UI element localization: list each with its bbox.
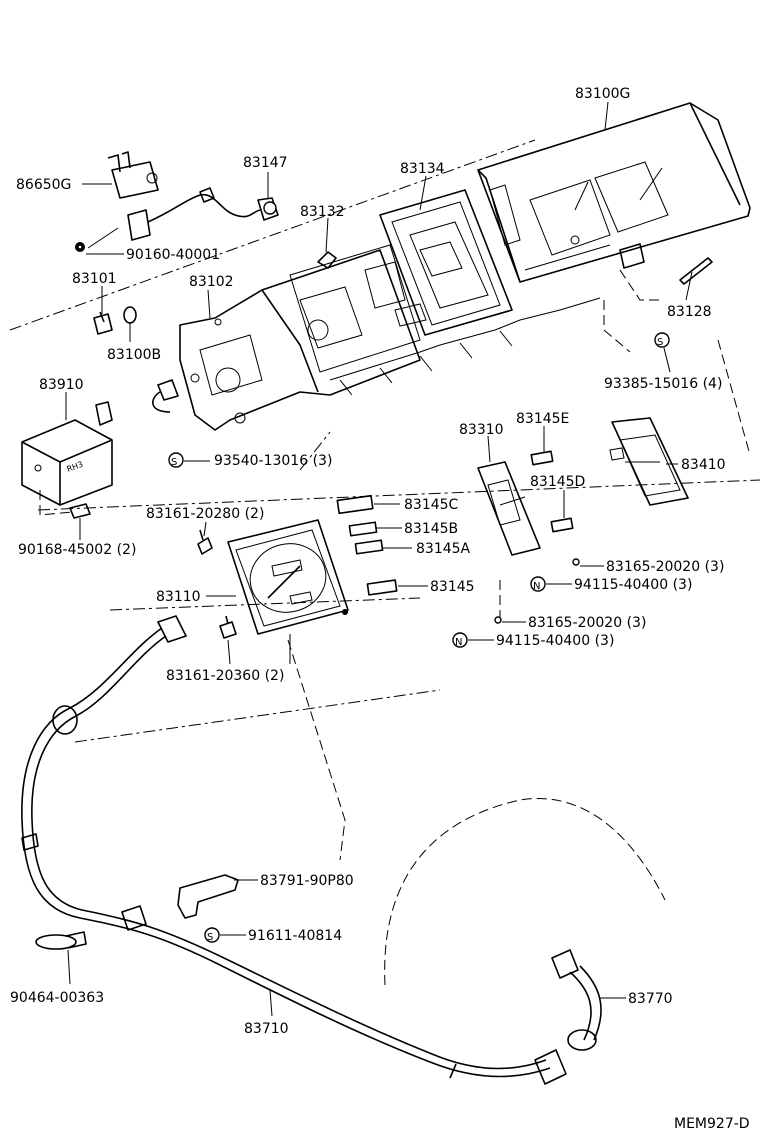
screw-83161-20280 [197, 529, 213, 555]
label-83101: 83101 [72, 271, 117, 287]
label-90160-40001: 90160-40001 [126, 247, 220, 263]
speedometer-83110 [227, 519, 349, 635]
nut-94115-b: N [452, 632, 468, 648]
label-90464-00363: 90464-00363 [10, 990, 104, 1006]
leader-lines [65, 101, 693, 1017]
meter-83410 [609, 339, 751, 506]
relay-83910: RH3 [21, 401, 113, 506]
svg-text:RH3: RH3 [66, 460, 85, 474]
label-83710: 83710 [244, 1021, 289, 1037]
case-83102 [179, 244, 601, 431]
bulb-83100B [123, 306, 137, 324]
lenses-83145 [336, 450, 574, 596]
label-83145E: 83145E [516, 411, 569, 427]
washer-93540-13016: S [168, 452, 184, 468]
label-83791-90P80: 83791-90P80 [260, 873, 354, 889]
label-83770: 83770 [628, 991, 673, 1007]
cable-83770 [551, 949, 602, 1051]
label-86650G: 86650G [16, 177, 71, 193]
socket-83101 [93, 311, 113, 335]
label-83134: 83134 [400, 161, 445, 177]
socket-lead [152, 379, 179, 413]
label-90168-45002: 90168-45002 (2) [18, 542, 136, 558]
label-94115-40400-a: 94115-40400 (3) [574, 577, 692, 593]
cluster-housing-83100G [477, 102, 751, 283]
bracket-83791-90P80 [177, 639, 346, 919]
screw-83128 [679, 257, 713, 285]
firewall-outline [384, 798, 666, 986]
label-83410: 83410 [681, 457, 726, 473]
label-83165-20020-a: 83165-20020 (3) [606, 559, 724, 575]
label-83145C: 83145C [404, 497, 459, 513]
nut-94115-a: N [530, 576, 546, 592]
frame-83134 [379, 189, 513, 336]
svg-text:N: N [455, 637, 462, 648]
label-83128: 83128 [667, 304, 712, 320]
harness-83147 [127, 187, 279, 241]
screw-83161-20360 [219, 615, 237, 639]
label-83310: 83310 [459, 422, 504, 438]
label-83100B: 83100B [107, 347, 161, 363]
washer-93385-15016: S [654, 332, 670, 348]
label-91611-40814: 91611-40814 [248, 928, 342, 944]
label-93540-13016: 93540-13016 (3) [214, 453, 332, 469]
diagram-id: MEM927-D [674, 1116, 750, 1132]
clamp-90464-00363 [35, 931, 87, 950]
label-83161-20360: 83161-20360 (2) [166, 668, 284, 684]
svg-text:S: S [207, 932, 213, 943]
label-83145B: 83145B [404, 521, 458, 537]
label-83910: 83910 [39, 377, 84, 393]
label-83102: 83102 [189, 274, 234, 290]
svg-text:S: S [171, 457, 177, 468]
label-83132: 83132 [300, 204, 345, 220]
buzzer-86650G [107, 151, 159, 199]
screw-90168-45002 [39, 490, 91, 519]
label-83145: 83145 [430, 579, 475, 595]
part-labels: 83100G 86650G 83147 83134 83132 90160-40… [10, 86, 750, 1132]
meter-83310 [477, 461, 541, 620]
svg-text:S: S [657, 337, 663, 348]
clip-83132 [317, 251, 337, 269]
cable-83710 [21, 615, 567, 1085]
svg-text:N: N [533, 581, 540, 592]
label-93385-15016: 93385-15016 (4) [604, 376, 722, 392]
screw-90160-40001 [75, 242, 85, 252]
label-83100G: 83100G [575, 86, 630, 102]
washer-83165-a [572, 558, 580, 566]
dash-83128 [603, 269, 662, 353]
washer-83165-b [494, 616, 502, 624]
label-94115-40400-b: 94115-40400 (3) [496, 633, 614, 649]
label-83145A: 83145A [416, 541, 471, 557]
label-83161-20280: 83161-20280 (2) [146, 506, 264, 522]
label-83147: 83147 [243, 155, 288, 171]
bolt-91611-40814: S [204, 927, 220, 943]
label-83165-20020-b: 83165-20020 (3) [528, 615, 646, 631]
label-83110: 83110 [156, 589, 201, 605]
label-83145D: 83145D [530, 474, 585, 490]
